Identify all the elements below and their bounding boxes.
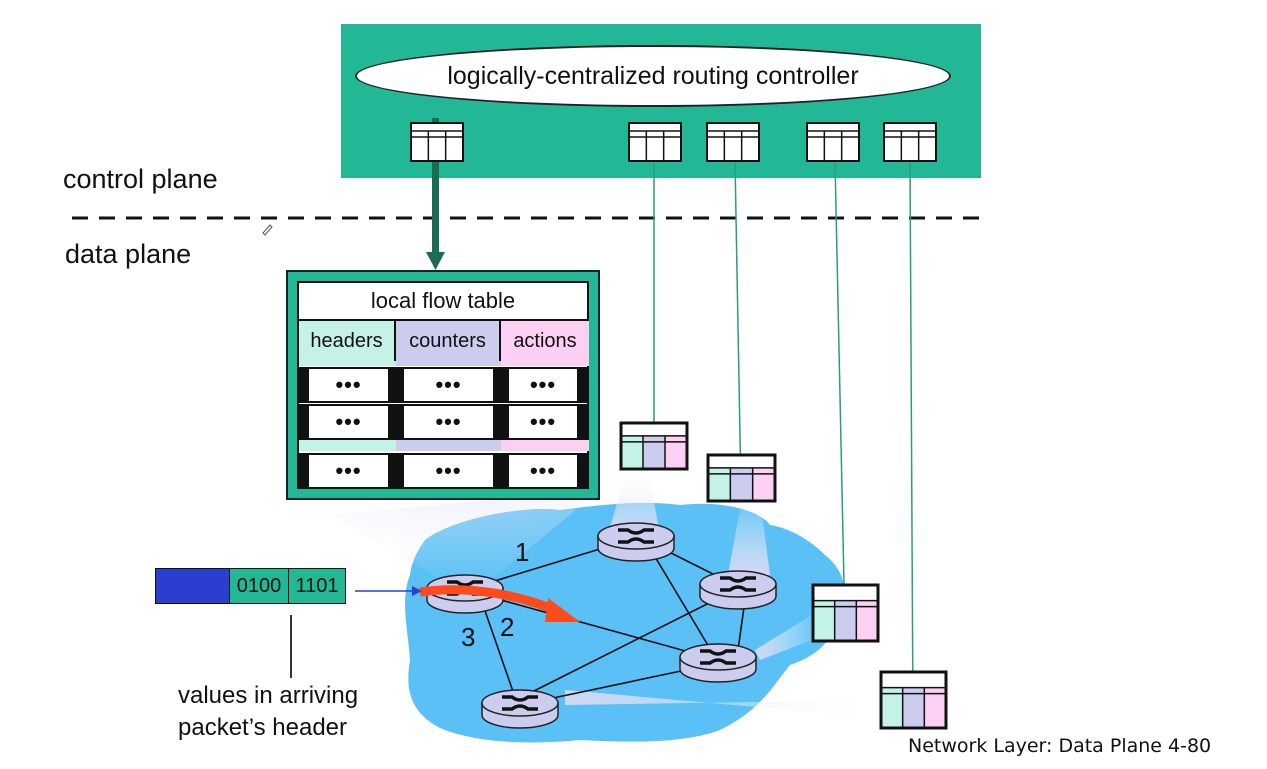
router-cross-arrows-icon bbox=[700, 649, 736, 665]
table-col-headers bbox=[709, 467, 732, 500]
controller-table-icon bbox=[706, 122, 760, 162]
flow-table-beam bbox=[330, 490, 600, 585]
table-col-counters bbox=[643, 435, 665, 468]
cell-headers: ••• bbox=[299, 404, 396, 440]
local-flow-table-inner: local flow table headers counters action… bbox=[297, 281, 589, 489]
table-col-actions bbox=[665, 435, 686, 468]
controller-to-flowtable-line bbox=[432, 118, 439, 253]
table-col-headers bbox=[814, 600, 837, 640]
port-label-3: 3 bbox=[461, 622, 476, 652]
band bbox=[501, 439, 589, 451]
band bbox=[396, 361, 501, 366]
cell-counters: ••• bbox=[396, 367, 501, 403]
router-beam-1 bbox=[608, 468, 660, 535]
packet-payload bbox=[155, 568, 231, 604]
caption-line-1: values in arriving bbox=[178, 682, 359, 709]
control-plane-label: control plane bbox=[63, 164, 218, 194]
cell-actions: ••• bbox=[501, 404, 589, 440]
band bbox=[299, 361, 396, 366]
table-frame bbox=[706, 122, 760, 162]
packet-header-caption: values in arriving packet’s header bbox=[178, 680, 358, 744]
port-label-1: 1 bbox=[515, 537, 530, 567]
router-beam-2 bbox=[728, 498, 770, 575]
port-label-2: 2 bbox=[500, 612, 515, 642]
column-header-counters: counters bbox=[396, 321, 501, 361]
forwarding-arrow bbox=[419, 585, 562, 617]
column-header-actions: actions bbox=[501, 321, 589, 361]
controller-to-switch-line bbox=[909, 160, 922, 723]
table-col-counters bbox=[730, 467, 753, 500]
router-beam-3 bbox=[755, 615, 812, 660]
table-col-counters bbox=[834, 600, 857, 640]
cell-counters: ••• bbox=[396, 453, 501, 489]
switch-flow-table-icon bbox=[811, 583, 880, 643]
router-icon bbox=[699, 570, 777, 610]
band bbox=[299, 439, 396, 451]
forwarding-arrowhead bbox=[545, 598, 580, 622]
controller-to-switch-line bbox=[834, 160, 854, 636]
local-flow-table: local flow table headers counters action… bbox=[286, 270, 600, 500]
router-top bbox=[597, 522, 675, 550]
controller-table-icon bbox=[410, 122, 464, 162]
table-frame bbox=[806, 122, 860, 162]
packet-header-field-1: 0100 bbox=[229, 568, 289, 604]
controller-to-switch-line bbox=[734, 160, 750, 496]
column-header-headers: headers bbox=[299, 321, 396, 361]
controller-table-icon bbox=[883, 122, 937, 162]
switch-flow-table-icon bbox=[706, 453, 777, 503]
packet-header-field-2: 1101 bbox=[288, 568, 346, 604]
router-icon bbox=[481, 689, 559, 729]
cell-actions: ••• bbox=[501, 453, 589, 489]
router-cross-arrows-icon bbox=[720, 576, 756, 592]
router-cross-arrows-icon bbox=[502, 695, 538, 711]
packet-arrowhead bbox=[412, 586, 422, 596]
controller-to-flowtable-arrowhead bbox=[426, 252, 445, 270]
slide-footer: Network Layer: Data Plane 4-80 bbox=[908, 735, 1212, 757]
band bbox=[396, 439, 501, 451]
switch-flow-table-icon bbox=[879, 670, 948, 730]
caption-line-2: packet’s header bbox=[178, 714, 348, 741]
router-icon bbox=[679, 643, 757, 683]
routing-controller: logically-centralized routing controller bbox=[355, 45, 951, 107]
cell-headers: ••• bbox=[299, 453, 396, 489]
pencil-cursor-icon bbox=[262, 224, 273, 236]
local-flow-table-title: local flow table bbox=[299, 283, 587, 321]
table-col-actions bbox=[856, 600, 877, 640]
cell-headers: ••• bbox=[299, 367, 396, 403]
table-frame bbox=[883, 122, 937, 162]
controller-table-icon bbox=[806, 122, 860, 162]
router-top bbox=[679, 643, 757, 671]
router-cross-arrows-icon bbox=[618, 528, 654, 544]
cell-counters: ••• bbox=[396, 404, 501, 440]
controller-table-icon bbox=[628, 122, 682, 162]
table-frame bbox=[410, 122, 464, 162]
router-beam-4 bbox=[565, 690, 880, 718]
table-col-actions bbox=[752, 467, 774, 500]
table-frame bbox=[628, 122, 682, 162]
band bbox=[501, 361, 589, 366]
routing-controller-label: logically-centralized routing controller bbox=[447, 61, 859, 90]
table-col-counters bbox=[902, 687, 925, 727]
switch-flow-table-icon bbox=[619, 421, 689, 471]
table-col-headers bbox=[882, 687, 905, 727]
cell-actions: ••• bbox=[501, 367, 589, 403]
router-top bbox=[481, 689, 559, 717]
table-col-headers bbox=[622, 435, 645, 468]
table-col-actions bbox=[924, 687, 945, 727]
router-top bbox=[699, 570, 777, 598]
router-icon bbox=[597, 522, 675, 562]
data-plane-label: data plane bbox=[65, 239, 192, 269]
